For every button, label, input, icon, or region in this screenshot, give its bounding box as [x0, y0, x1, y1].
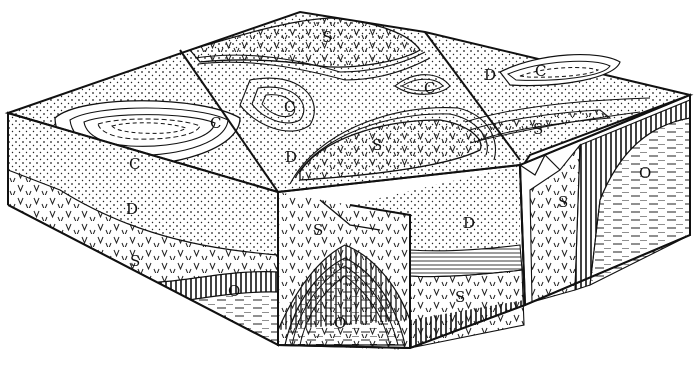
label-o-right: O [639, 164, 651, 182]
label-s-right-face: S [558, 193, 568, 211]
label-d-left: D [126, 200, 138, 218]
label-d-center: D [285, 148, 297, 166]
label-s-top: S [322, 28, 332, 46]
label-d-front: D [463, 214, 475, 232]
label-o-left: O [228, 282, 240, 300]
label-c-left: C [129, 155, 140, 173]
label-c-center: C [284, 98, 295, 116]
label-c-left-fold: C [210, 114, 221, 132]
label-c-right: C [535, 62, 546, 80]
label-c-right-small: C [424, 79, 435, 97]
label-s-front-right: S [455, 288, 465, 306]
label-s-center: S [372, 136, 382, 154]
label-o-front: O [334, 314, 346, 332]
label-s-front: S [313, 221, 323, 239]
label-d-right: D [484, 66, 496, 84]
label-s-right: S [533, 120, 543, 138]
front-center-face [278, 165, 525, 350]
label-s-left: S [130, 252, 140, 270]
